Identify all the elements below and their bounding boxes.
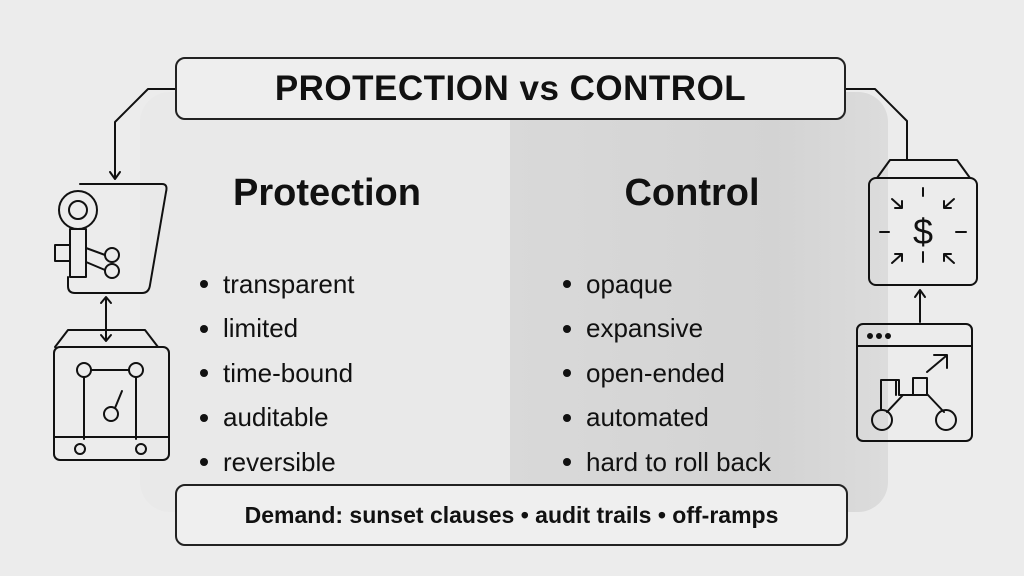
list-item: auditable <box>198 396 355 441</box>
list-item: expansive <box>561 307 771 352</box>
control-heading: Control <box>624 172 760 214</box>
up-arrow-icon <box>914 289 926 323</box>
protection-heading: Protection <box>233 172 421 214</box>
page-title: PROTECTION vs CONTROL <box>175 57 846 120</box>
list-item: transparent <box>198 262 355 307</box>
gauge-box-icon <box>53 329 170 461</box>
demand-footer: Demand: sunset clauses • audit trails • … <box>175 484 848 546</box>
list-item: open-ended <box>561 351 771 396</box>
list-item: time-bound <box>198 351 355 396</box>
connector-line-right <box>845 88 908 161</box>
list-item: reversible <box>198 440 355 485</box>
protection-list: transparent limited time-bound auditable… <box>198 262 355 485</box>
key-machine-icon <box>54 183 168 294</box>
control-list: opaque expansive open-ended automated ha… <box>561 262 771 485</box>
dollar-compress-icon <box>868 159 978 286</box>
list-item: limited <box>198 307 355 352</box>
list-item: opaque <box>561 262 771 307</box>
list-item: hard to roll back <box>561 440 771 485</box>
dollar-sign-icon: $ <box>913 211 933 252</box>
browser-chart-icon <box>856 323 973 442</box>
list-item: automated <box>561 396 771 441</box>
double-arrow-icon <box>100 296 112 342</box>
connector-arrow-left <box>114 88 177 179</box>
